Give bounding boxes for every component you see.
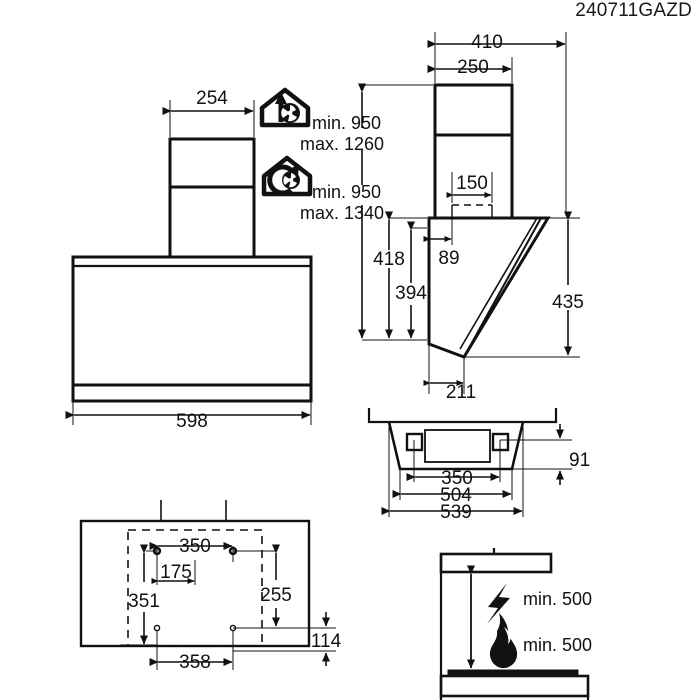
dim-upper-hole-spacing: 350 <box>179 536 211 557</box>
clearance-view-group <box>439 548 590 700</box>
bottom-view-group <box>367 408 572 517</box>
note-electric-clearance: min. 500 <box>523 589 592 609</box>
dim-body-height-inner: 394 <box>395 283 427 304</box>
house-recirculation-fan-icon <box>261 155 313 197</box>
dim-lower-hole-spacing: 358 <box>179 652 211 673</box>
dim-duct-offset: 89 <box>438 248 459 269</box>
dim-vertical-left: 351 <box>128 591 160 612</box>
dim-body-height-rear: 418 <box>373 249 405 270</box>
mounting-note-labels: min. 950 max. 1260 min. 950 max. 1340 mi… <box>300 113 592 655</box>
wall-template-group <box>79 500 336 670</box>
dim-front-height: 435 <box>552 292 584 313</box>
lightning-bolt-icon <box>487 583 510 624</box>
document-code: 240711GAZD <box>575 0 692 21</box>
note-ducted-max: max. 1260 <box>300 134 384 154</box>
note-recirculation-max: max. 1340 <box>300 203 384 223</box>
flame-icon <box>489 613 518 668</box>
dim-chimney-width: 254 <box>196 88 228 109</box>
dim-bottom-depth: 211 <box>446 382 476 403</box>
dim-lower-offset: 114 <box>311 631 342 652</box>
note-gas-clearance: min. 500 <box>523 635 592 655</box>
dim-overall-depth: 410 <box>471 32 503 53</box>
dimension-labels: 254 598 410 250 150 89 418 394 211 435 3… <box>128 32 590 673</box>
dim-duct-width: 150 <box>456 173 488 194</box>
dim-body-depth: 91 <box>569 450 590 471</box>
dim-outer-width: 539 <box>440 502 472 523</box>
house-exhaust-fan-icon <box>259 87 311 128</box>
dim-hood-width: 598 <box>176 411 208 432</box>
dim-chimney-depth: 250 <box>457 57 489 78</box>
dim-upper-hole-offset: 175 <box>160 562 192 583</box>
dim-filter-width: 350 <box>441 468 473 489</box>
front-view-group <box>65 100 313 425</box>
dim-vertical-right: 255 <box>260 585 292 606</box>
dim-mid-width: 504 <box>440 485 472 506</box>
note-ducted-min: min. 950 <box>312 113 381 133</box>
note-recirculation-min: min. 950 <box>312 182 381 202</box>
side-view-group <box>358 32 580 394</box>
